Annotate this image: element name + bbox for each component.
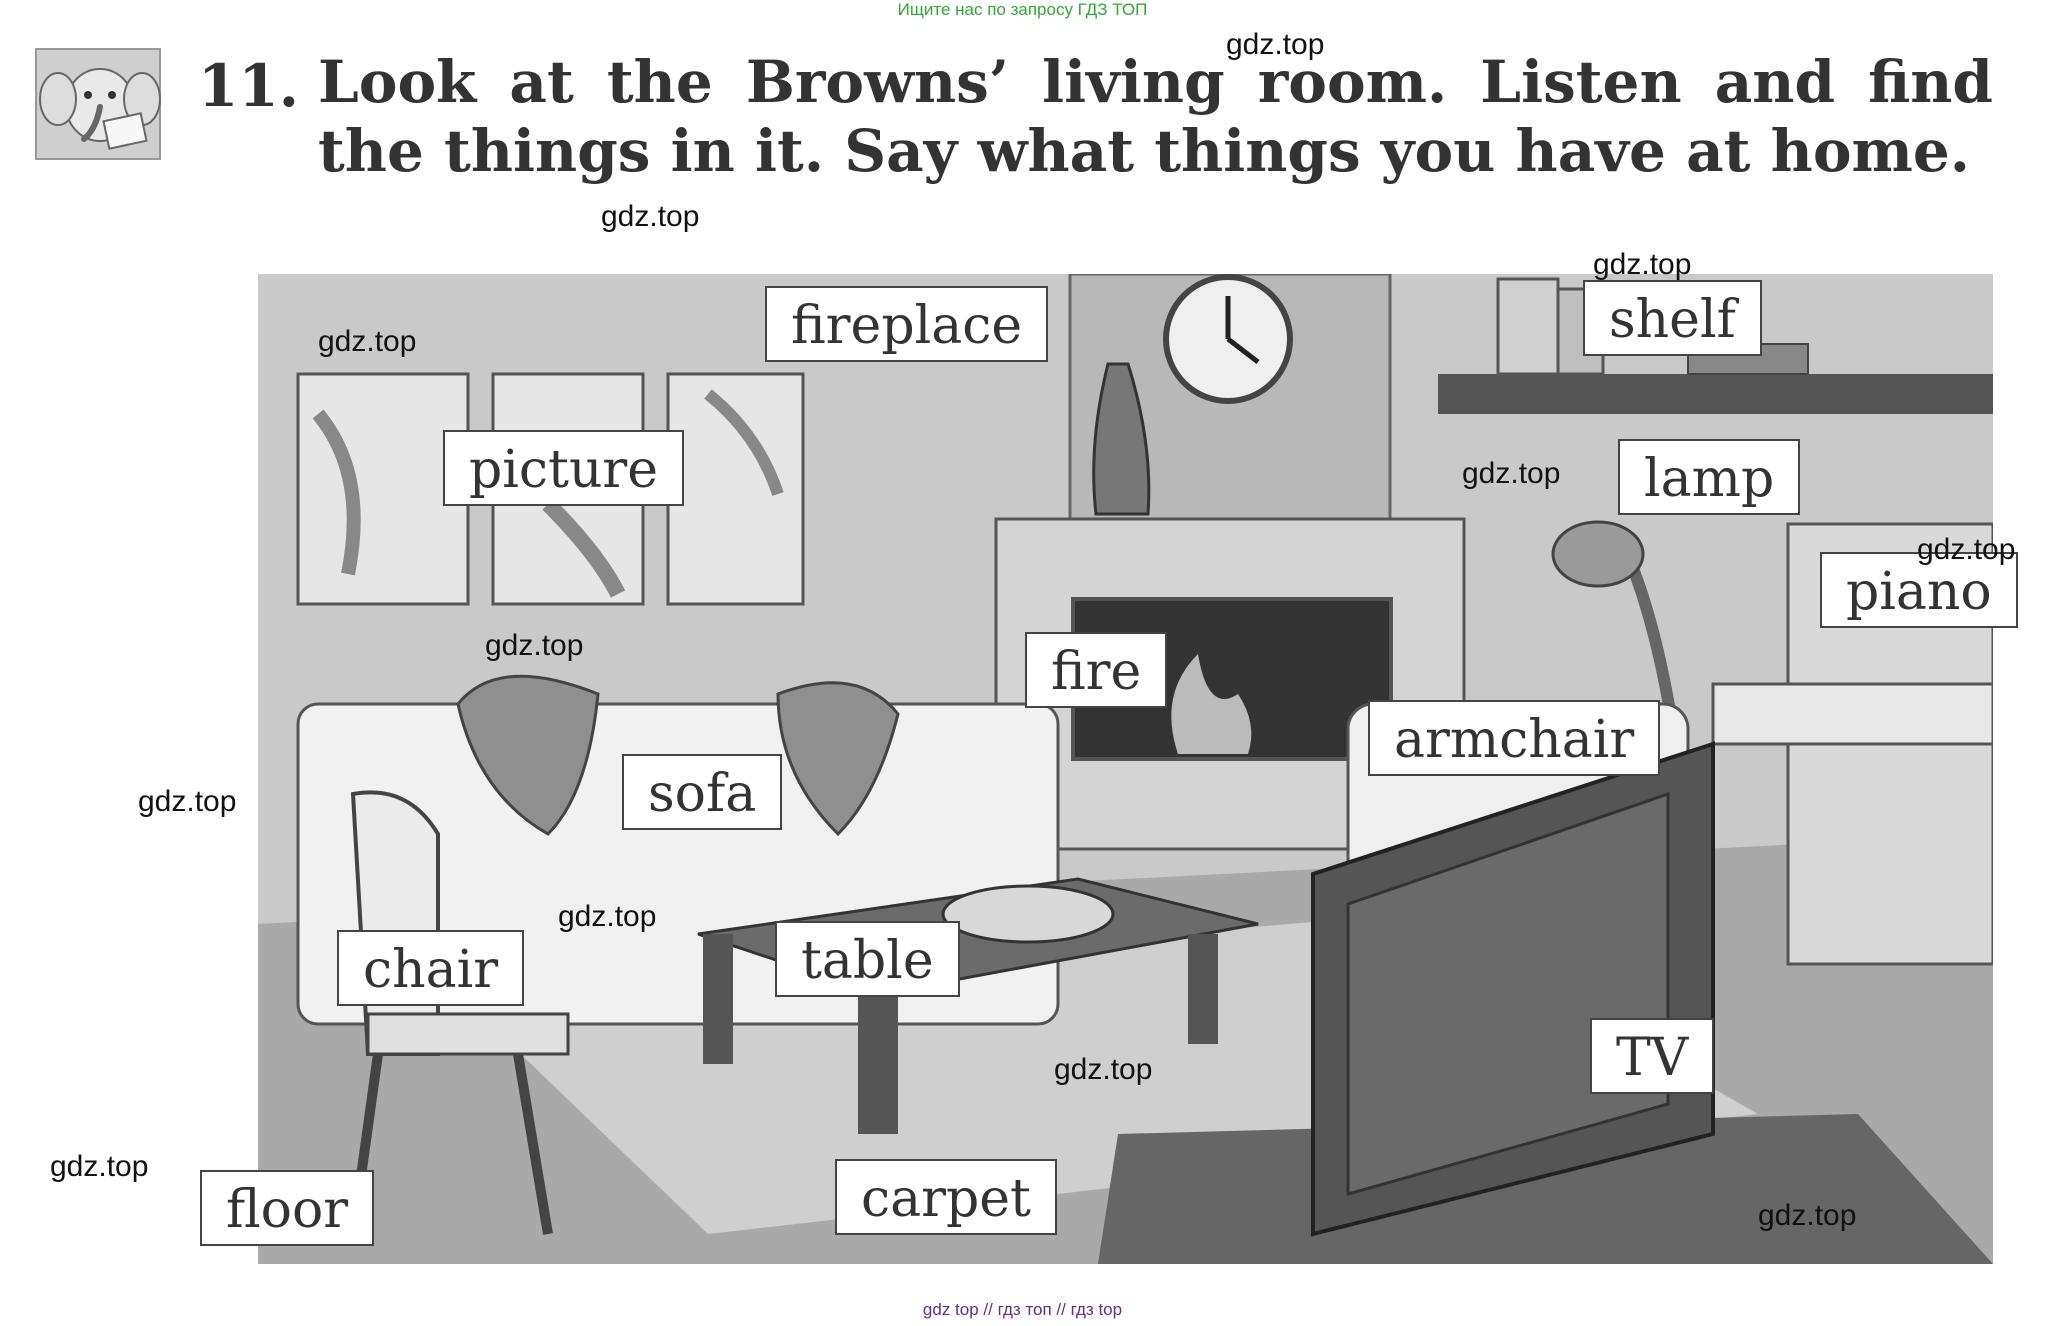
label-floor: floor (200, 1170, 375, 1246)
watermark: gdz.top (1917, 533, 2016, 566)
watermark: gdz.top (1758, 1199, 1857, 1232)
label-fire: fire (1025, 632, 1168, 708)
label-chair: chair (337, 930, 525, 1006)
label-piano: piano (1820, 552, 2018, 628)
label-carpet: carpet (835, 1159, 1057, 1235)
watermark: gdz.top (485, 629, 584, 662)
label-shelf: shelf (1583, 280, 1762, 356)
label-lamp: lamp (1618, 439, 1801, 515)
task-number: 11. (198, 52, 299, 120)
watermark: gdz.top (1226, 28, 1325, 61)
label-tv: TV (1590, 1018, 1715, 1094)
watermark: gdz.top (601, 200, 700, 233)
watermark: gdz.top (1593, 248, 1692, 281)
top-banner: Ищите нас по запросу ГДЗ ТОП (897, 0, 1148, 19)
label-fireplace: fireplace (765, 286, 1049, 362)
living-room-illustration (258, 274, 1993, 1264)
label-armchair: armchair (1368, 700, 1661, 776)
elephant-reading-icon (35, 48, 161, 160)
label-picture: picture (443, 430, 685, 506)
task-instructions: Look at the Browns’ living room. Listen … (318, 48, 1993, 185)
watermark: gdz.top (1462, 457, 1561, 490)
watermark: gdz.top (318, 325, 417, 358)
watermark: gdz.top (138, 785, 237, 818)
watermark: gdz.top (558, 900, 657, 933)
label-sofa: sofa (622, 754, 783, 830)
watermark: gdz.top (1054, 1053, 1153, 1086)
watermark: gdz.top (50, 1150, 149, 1183)
footer-links[interactable]: gdz top // гдз топ // гдз top (922, 1300, 1123, 1319)
label-table: table (775, 921, 960, 997)
